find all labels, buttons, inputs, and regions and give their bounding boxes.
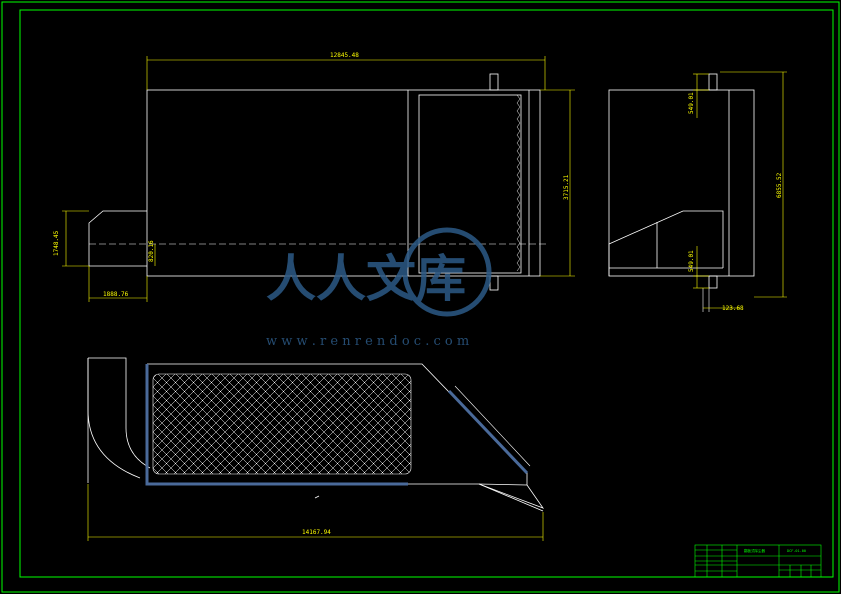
dim-inlet-width: 1888.76 [103,291,129,298]
top-view-inlet-hood [88,210,147,267]
watermark-title: 人人文库 [266,249,466,308]
watermark: 人人文库 w w w . r e n r e n d o c . c o m [266,227,492,349]
dim-side-top-stub: 549.01 [688,92,695,114]
top-view-top-nozzle [489,73,499,91]
top-view-serrated-edge [516,94,521,272]
dim-overall-length-front: 14167.94 [302,529,331,536]
front-view [87,357,545,512]
side-view-body [608,89,755,277]
side-view [608,73,755,312]
dim-overall-length-top: 12845.48 [330,52,359,59]
watermark-logo-ring [402,227,492,317]
top-view-plate-box [418,94,522,274]
side-view-inlet-hood [608,210,724,276]
dim-height-right: 3715.21 [563,174,570,200]
title-block [694,544,822,578]
top-view-dimensions [62,56,575,302]
front-view-dimensions [87,484,544,541]
title-block-drawing-no: DCF-01-00 [787,549,806,553]
dim-inner-offset: 820.16 [148,240,155,262]
top-view-body [146,89,541,277]
top-view-bottom-nozzle [489,275,499,291]
top-view [88,73,548,291]
watermark-url: w w w . r e n r e n d o c . c o m [266,334,469,349]
side-view-bottom-nozzle [708,275,718,289]
side-view-top-nozzle [708,73,718,91]
front-view-plate-frame [145,364,408,486]
front-view-filter-mesh [152,373,412,475]
dim-inlet-height: 1748.45 [53,230,60,256]
front-view-inlet-elbow [87,357,151,479]
title-block-title: 翻板式除尘器 [744,548,765,553]
dim-side-bottom-stub: 549.01 [688,250,695,272]
side-view-dimensions [693,71,787,309]
front-view-deflector-plate [447,389,529,475]
inner-border [19,9,834,578]
dim-side-overall-height: 6855.52 [776,172,783,198]
dim-side-foot-width: 123.68 [722,305,744,312]
